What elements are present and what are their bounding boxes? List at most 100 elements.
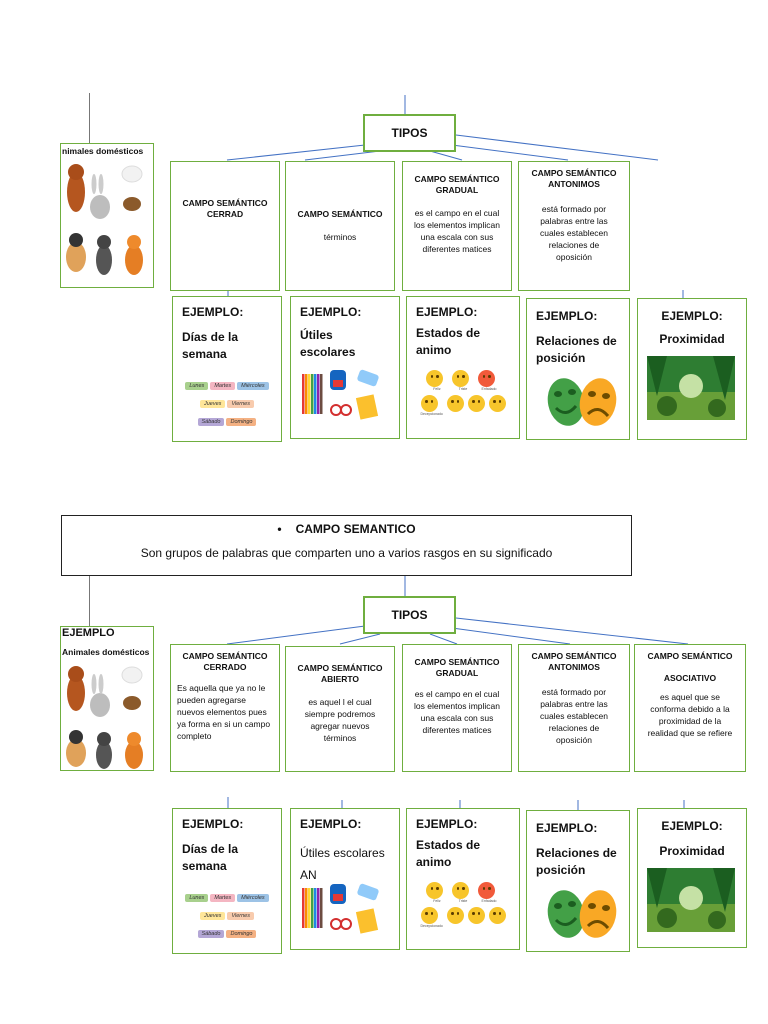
mood-label: Triste (458, 898, 468, 903)
surprised-face-icon (446, 906, 464, 924)
animals-illustration (66, 164, 143, 275)
day-pill: Lunes (185, 381, 209, 390)
theater-masks-icon (547, 378, 617, 426)
type-antonyms-bottom: CAMPO SEMÁNTICO ANTONIMOS está formado p… (518, 644, 630, 772)
example-sub: Útiles escolares (300, 846, 385, 860)
surprised-face-icon (446, 394, 464, 412)
type-open-top: CAMPO SEMÁNTICO términos (285, 161, 395, 291)
type-title: CAMPO SEMÁNTICO GRADUAL (414, 174, 500, 196)
animals-label: Animales domésticos (62, 647, 150, 657)
example-school-top: EJEMPLO: Útiles escolares (290, 296, 400, 439)
example-sub: Días de la semana (182, 330, 239, 362)
mood-label: Decepcionado (420, 923, 443, 928)
definition-text: Son grupos de palabras que comparten uno… (140, 546, 553, 560)
type-associative-bottom: CAMPO SEMÁNTICO ASOCIATIVO es aquel que … (634, 644, 746, 772)
example-proximity-bottom: EJEMPLO: Proximidad (637, 808, 747, 948)
mood-label: Enfadado (481, 898, 497, 903)
type-title: CAMPO SEMÁNTICO ASOCIATIVO (647, 651, 733, 684)
example-head: EJEMPLO: (300, 305, 362, 319)
day-pill: Martes (210, 381, 236, 390)
example-head: EJEMPLO: (300, 817, 362, 831)
sad-face-icon (452, 369, 469, 387)
type-body: es el campo en el cual los elementos imp… (414, 689, 500, 735)
mood-label: Feliz (433, 386, 441, 391)
example-head: EJEMPLO: (416, 305, 478, 319)
mood-label: Decepcionado (420, 411, 443, 416)
example-school-bottom: EJEMPLO: Útiles escolares AN (290, 808, 400, 950)
type-body: está formado por palabras entre las cual… (539, 204, 609, 262)
definition-box: •CAMPO SEMANTICO Son grupos de palabras … (61, 515, 632, 576)
example-extra: AN (300, 868, 317, 883)
type-antonyms-top: CAMPO SEMÁNTICO ANTONIMOS está formado p… (518, 161, 630, 291)
animals-illustration (66, 666, 143, 769)
grin-face-icon (488, 394, 506, 412)
example-head: EJEMPLO: (182, 817, 244, 831)
day-pill: Domingo (226, 929, 257, 938)
animals-head: EJEMPLO (62, 627, 115, 639)
day-pill: Viernes (227, 399, 254, 408)
example-proximity-top: EJEMPLO: Proximidad (637, 298, 747, 440)
type-open-bottom: CAMPO SEMÁNTICO ABIERTO es aquel l el cu… (285, 646, 395, 772)
love-face-icon (467, 394, 485, 412)
day-pill: Viernes (227, 911, 254, 920)
example-sub: Proximidad (659, 332, 725, 346)
example-head: EJEMPLO: (536, 821, 598, 835)
left-connector-top (89, 93, 90, 143)
tipos-label: TIPOS (391, 126, 428, 140)
type-title: CAMPO SEMÁNTICO ANTONIMOS (531, 168, 617, 190)
disappointed-face-icon (420, 394, 438, 412)
angry-face-icon (478, 369, 495, 387)
example-sub: Relaciones de posición (536, 846, 617, 878)
type-closed-bottom: CAMPO SEMÁNTICO CERRADO Es aquella que y… (170, 644, 280, 772)
mood-faces: Feliz Triste Enfadado Decepcionado (416, 881, 510, 928)
example-sub: Proximidad (659, 844, 725, 858)
day-pill: Lunes (185, 893, 209, 902)
mood-label: Feliz (433, 898, 441, 903)
type-body: es aquel que se conforma debido a la pro… (647, 692, 733, 738)
happy-face-icon (426, 881, 443, 899)
example-head: EJEMPLO: (182, 305, 244, 319)
tipos-label: TIPOS (391, 608, 428, 622)
example-moods-bottom: EJEMPLO: Estados de animo Feliz Triste E… (406, 808, 520, 950)
animals-label: nimales domésticos (62, 146, 144, 156)
type-title: CAMPO SEMÁNTICO ANTONIMOS (531, 651, 617, 673)
type-gradual-bottom: CAMPO SEMÁNTICO GRADUAL es el campo en e… (402, 644, 512, 772)
type-gradual-top: CAMPO SEMÁNTICO GRADUAL es el campo en e… (402, 161, 512, 291)
example-moods-top: EJEMPLO: Estados de animo Feliz Triste E… (406, 296, 520, 439)
tipos-box-top: TIPOS (363, 114, 456, 152)
angry-face-icon (478, 881, 495, 899)
example-opposition-top: EJEMPLO: Relaciones de posición (526, 298, 630, 440)
happy-face-icon (426, 369, 443, 387)
jungle-illustration (647, 868, 735, 933)
type-body: términos (323, 232, 357, 243)
animals-panel-bottom: EJEMPLO Animales domésticos (60, 626, 154, 771)
example-head: EJEMPLO: (661, 309, 723, 323)
definition-title: CAMPO SEMANTICO (295, 522, 416, 536)
tipos-box-bottom: TIPOS (363, 596, 456, 634)
type-body: es aquel l el cual siempre podremos agre… (304, 697, 376, 743)
left-connector-bottom (89, 576, 90, 626)
type-title: CAMPO SEMÁNTICO GRADUAL (414, 657, 500, 679)
definition-title-row: •CAMPO SEMANTICO (62, 522, 631, 536)
grin-face-icon (488, 906, 506, 924)
day-pill: Miércoles (237, 893, 269, 902)
type-body: es el campo en el cual los elementos imp… (414, 208, 500, 254)
day-pill: Jueves (200, 911, 226, 920)
mood-label: Enfadado (481, 386, 497, 391)
school-supplies-illustration (302, 369, 379, 420)
love-face-icon (467, 906, 485, 924)
school-supplies-illustration (302, 884, 379, 935)
day-pill: Sábado (197, 417, 225, 426)
example-sub: Días de la semana (182, 842, 239, 874)
day-pill: Jueves (200, 399, 226, 408)
example-opposition-bottom: EJEMPLO: Relaciones de posición (526, 810, 630, 952)
day-pill: Sábado (197, 929, 225, 938)
type-title: CAMPO SEMÁNTICO (297, 209, 383, 219)
example-head: EJEMPLO: (416, 817, 478, 831)
type-body: está formado por palabras entre las cual… (539, 687, 609, 745)
sad-face-icon (452, 881, 469, 899)
type-closed-top: CAMPO SEMÁNTICO CERRAD (170, 161, 280, 291)
animals-panel-top: nimales domésticos (60, 143, 154, 288)
